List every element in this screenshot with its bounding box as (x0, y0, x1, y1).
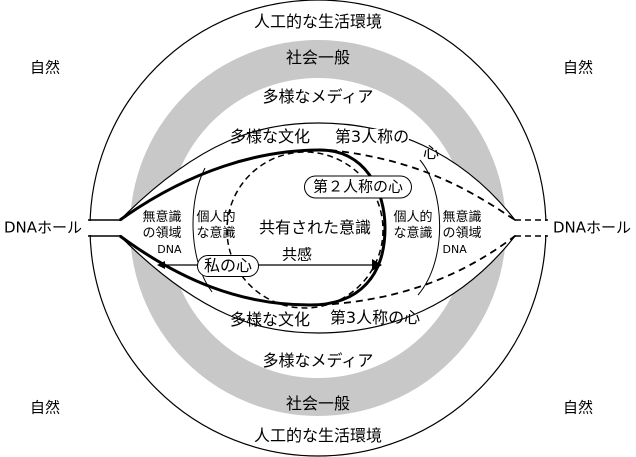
personal-left-line1: 個人的 (196, 209, 236, 225)
third-person-dashed-top (329, 149, 516, 221)
unconscious-arrow-head (157, 261, 165, 269)
unconscious-left-line2: の領域 (142, 226, 182, 242)
empathy-label: 共感 (281, 245, 313, 264)
nature-top-right-label: 自然 (562, 58, 594, 77)
outer-top-label: 人工的な生活環境 (253, 12, 383, 31)
personal-left-line2: な意識 (196, 226, 236, 241)
shared-consciousness-dashed-circle (226, 151, 384, 309)
nature-bottom-left-label: 自然 (29, 398, 61, 417)
dna-hole-right-cover (514, 221, 548, 235)
my-mind-label: 私の心 (196, 255, 260, 277)
dna-hole-right (515, 219, 548, 237)
third-person-top-kokoro: 心 (422, 143, 440, 162)
personal-right-line2: な意識 (393, 226, 433, 241)
personal-left-label: 個人的な意識 (196, 210, 235, 243)
shared-consciousness-label: 共有された意識 (258, 218, 372, 237)
unconscious-right-line2: の領域 (442, 226, 482, 242)
third-person-top-label: 第3人称の (334, 127, 410, 146)
media-bottom-label: 多様なメディア (262, 351, 374, 370)
my-mind-boundary (119, 148, 387, 307)
society-top-label: 社会一般 (285, 48, 351, 67)
personal-arc-left (192, 167, 213, 293)
media-top-label: 多様なメディア (262, 87, 374, 106)
outer-bottom-label: 人工的な生活環境 (253, 426, 383, 445)
dna-hole-left-label: DNAホール (3, 218, 83, 237)
unconscious-right-line3: DNA (442, 242, 467, 256)
dna-hole-left-cover (88, 221, 122, 235)
second-person-label: 第２人称の心 (303, 175, 413, 199)
culture-bottom-label: 多様な文化 (229, 310, 311, 329)
unconscious-left-line1: 無意識 (142, 209, 182, 225)
nature-top-left-label: 自然 (29, 58, 61, 77)
empathy-arrow-head (372, 259, 382, 271)
unconscious-right-line1: 無意識 (442, 209, 482, 225)
personal-right-line1: 個人的 (393, 209, 433, 225)
nature-bottom-right-label: 自然 (562, 398, 594, 417)
society-bottom-label: 社会一般 (285, 394, 351, 413)
culture-top-label: 多様な文化 (229, 127, 311, 146)
dna-hole-right-label: DNAホール (552, 218, 632, 237)
third-person-bottom-label: 第3人称の心 (329, 308, 421, 327)
personal-right-label: 個人的な意識 (393, 210, 432, 243)
unconscious-left-line3: DNA (157, 242, 182, 256)
dna-hole-left (88, 219, 120, 237)
